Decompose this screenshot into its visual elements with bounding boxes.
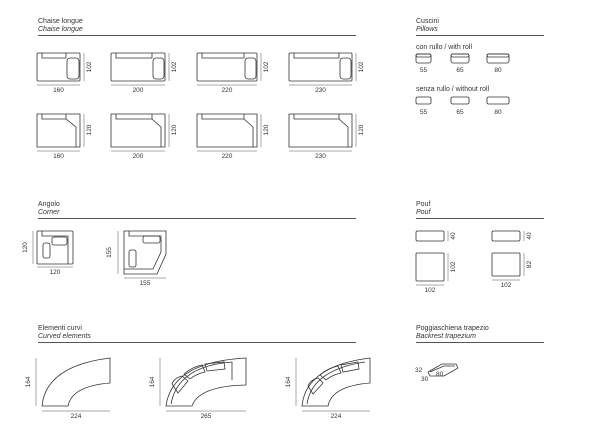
chaise-row1-depth-2: 102 bbox=[263, 61, 270, 72]
corner-large-w: 155 bbox=[140, 280, 151, 287]
curved-divider bbox=[38, 342, 356, 343]
trap-dim-a: 32 bbox=[415, 367, 423, 374]
pouf-subtitle: Pouf bbox=[416, 209, 431, 216]
trap-dim-b: 30 bbox=[421, 376, 429, 383]
pillow-noroll-w-2: 80 bbox=[494, 109, 502, 116]
pouf-large-d: 82 bbox=[526, 261, 533, 269]
pouf-title: Pouf bbox=[416, 201, 431, 208]
chaise-row1-depth-3: 102 bbox=[358, 61, 365, 72]
chaise-200x102: 200 102 bbox=[110, 52, 178, 94]
chaise-row2-depth-3: 120 bbox=[358, 124, 365, 135]
curved-265: 265 164 bbox=[149, 357, 247, 420]
chaise-220x102: 220 102 bbox=[196, 52, 270, 94]
corner-title: Angolo bbox=[38, 201, 60, 208]
chaise-230x120: 230 120 bbox=[288, 113, 365, 160]
pillows-subtitle: Pillows bbox=[416, 26, 438, 33]
chaise-160x102: 160 102 bbox=[36, 52, 93, 94]
chaise-row2-depth-2: 120 bbox=[263, 124, 270, 135]
chaise-220x120: 220 120 bbox=[196, 113, 270, 160]
corner-small-d: 120 bbox=[22, 242, 29, 253]
backrest-subtitle: Backrest trapezium bbox=[416, 333, 476, 340]
pouf-102x82: 40 102 82 bbox=[491, 230, 533, 289]
curved-w-1: 265 bbox=[201, 413, 212, 420]
corner-small-w: 120 bbox=[50, 269, 61, 276]
pouf-102: 40 102 102 bbox=[415, 230, 457, 294]
pouf-small-h: 40 bbox=[450, 232, 457, 240]
chaise-row1-w-1: 200 bbox=[133, 87, 144, 94]
curved-title: Elementi curvi bbox=[38, 325, 82, 332]
curved-depth-2: 164 bbox=[285, 376, 292, 387]
chaise-230x102: 230 102 bbox=[288, 52, 365, 94]
chaise-row1-depth-1: 102 bbox=[171, 61, 178, 72]
chaise-200x120: 200 120 bbox=[110, 113, 178, 160]
curved-subtitle: Curved elements bbox=[38, 333, 91, 340]
backrest-trapezium: 32 30 80 bbox=[415, 363, 459, 383]
pillows-without-roll-label: senza rullo / without roll bbox=[416, 86, 490, 93]
pillow-roll-w-0: 55 bbox=[420, 67, 428, 74]
chaise-row2-depth-0: 120 bbox=[86, 124, 93, 135]
trap-dim-c: 80 bbox=[436, 371, 444, 378]
pouf-small-w: 102 bbox=[425, 287, 436, 294]
corner-large-d: 155 bbox=[106, 247, 113, 258]
curved-224: 224 164 bbox=[25, 357, 111, 420]
corner-subtitle: Corner bbox=[38, 209, 60, 216]
pillow-roll-w-2: 80 bbox=[494, 67, 502, 74]
chaise-row1-w-0: 160 bbox=[53, 87, 64, 94]
backrest-divider bbox=[416, 342, 544, 343]
pouf-small-d: 102 bbox=[450, 261, 457, 272]
curved-depth-1: 164 bbox=[149, 376, 156, 387]
corner-120: 120 120 bbox=[22, 230, 74, 276]
pillows-with-roll-label: con rullo / with roll bbox=[416, 44, 473, 51]
corner-155: 155 155 bbox=[106, 230, 167, 287]
chaise-subtitle: Chaise longue bbox=[38, 26, 83, 33]
chaise-row2-w-2: 220 bbox=[222, 153, 233, 160]
chaise-160x120: 160 120 bbox=[36, 113, 93, 160]
chaise-row1-w-2: 220 bbox=[222, 87, 233, 94]
corner-divider bbox=[38, 218, 356, 219]
chaise-row1-w-3: 230 bbox=[315, 87, 326, 94]
chaise-row2-w-1: 200 bbox=[133, 153, 144, 160]
pillow-roll-w-1: 65 bbox=[456, 67, 464, 74]
pillows-without-roll: 55 65 80 bbox=[415, 96, 510, 116]
curved-depth-0: 164 bbox=[25, 376, 32, 387]
chaise-divider bbox=[38, 35, 356, 36]
chaise-title: Chaise longue bbox=[38, 18, 83, 25]
pillow-noroll-w-0: 55 bbox=[420, 109, 428, 116]
backrest-title: Poggiaschiena trapezio bbox=[416, 325, 489, 332]
pillows-with-roll: 55 65 80 bbox=[415, 53, 510, 74]
curved-w-0: 224 bbox=[71, 413, 82, 420]
pouf-divider bbox=[416, 218, 544, 219]
curved-224-pillows: 224 164 bbox=[285, 357, 371, 420]
pouf-large-w: 102 bbox=[501, 282, 512, 289]
chaise-row2-w-0: 160 bbox=[53, 153, 64, 160]
chaise-row2-depth-1: 120 bbox=[171, 124, 178, 135]
pillow-noroll-w-1: 65 bbox=[456, 109, 464, 116]
pouf-large-h: 40 bbox=[526, 232, 533, 240]
pillows-divider bbox=[416, 35, 544, 36]
chaise-row1-depth-0: 102 bbox=[86, 61, 93, 72]
chaise-row2-w-3: 230 bbox=[315, 153, 326, 160]
pillows-title: Cuscini bbox=[416, 18, 439, 25]
curved-w-2: 224 bbox=[331, 413, 342, 420]
